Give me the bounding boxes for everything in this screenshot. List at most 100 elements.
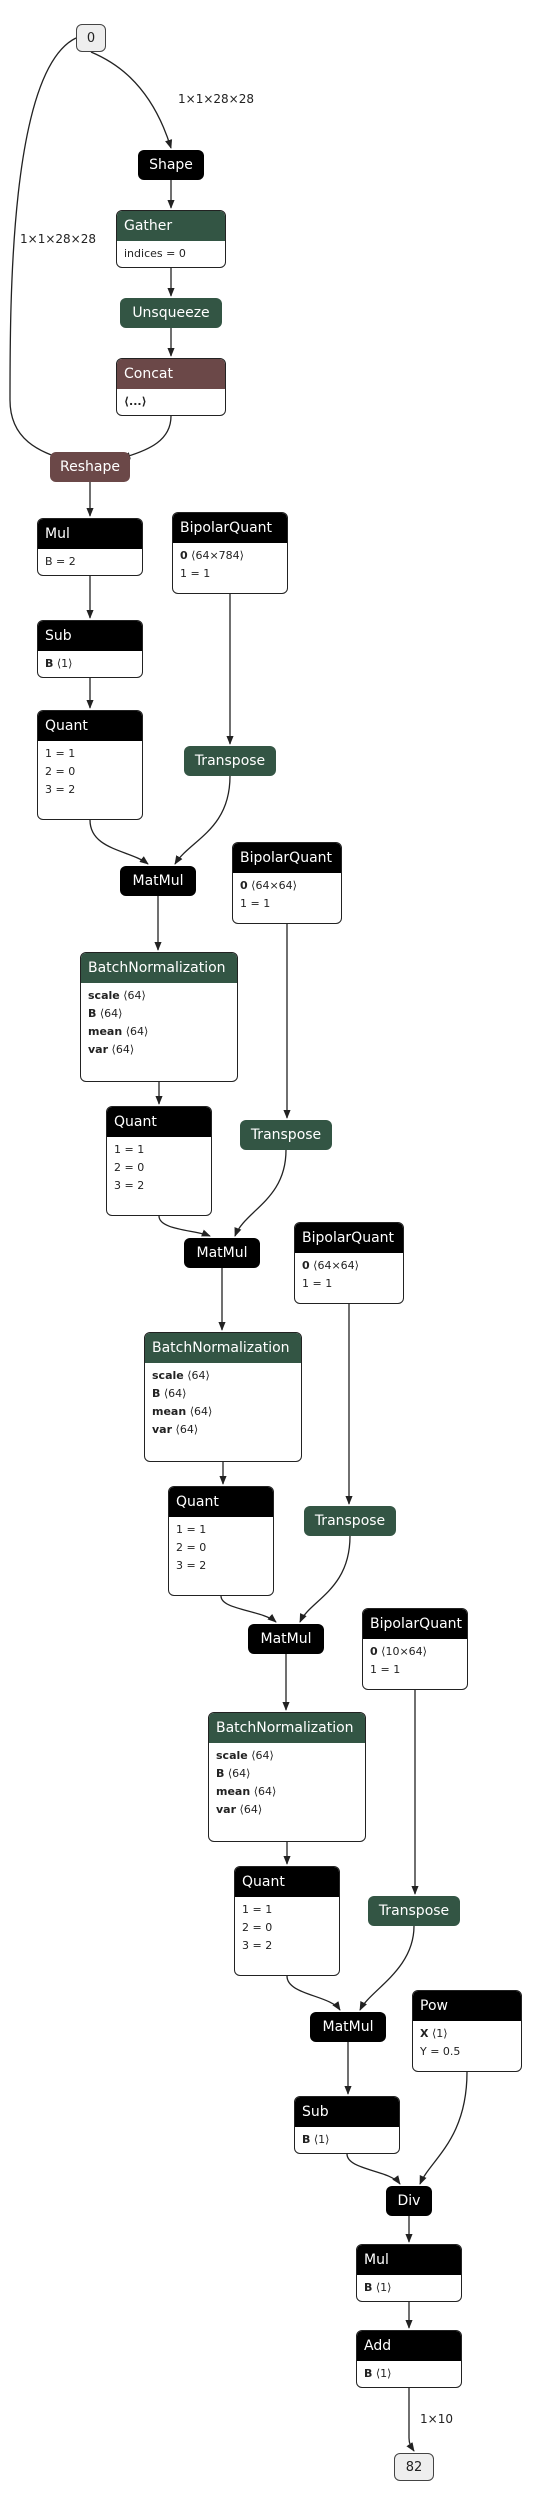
attribute-value: ⟨64×64⟩ — [251, 879, 297, 892]
edge-10 — [89, 819, 149, 865]
node-title: Unsqueeze — [120, 298, 222, 328]
edge-11 — [174, 775, 231, 865]
node-attributes: 1 = 1 2 = 0 3 = 2 — [235, 1897, 339, 1960]
node-tr3[interactable]: Transpose — [304, 1506, 396, 1536]
node-title: Sub — [295, 2097, 399, 2127]
node-tr2[interactable]: Transpose — [240, 1120, 332, 1150]
node-title: Mul — [357, 2245, 461, 2275]
attribute-name: 1 = 1 — [242, 1903, 273, 1916]
node-title: Transpose — [240, 1120, 332, 1150]
edge-label-input-reshape: 1×1×28×28 — [20, 232, 96, 246]
node-title: MatMul — [310, 2012, 386, 2042]
node-title: MatMul — [120, 866, 196, 896]
attribute-name: scale — [152, 1369, 184, 1382]
node-attributes: scale ⟨64⟩B ⟨64⟩mean ⟨64⟩var ⟨64⟩ — [81, 983, 237, 1064]
node-attribute: 3 = 2 — [176, 1557, 266, 1575]
node-attribute: B ⟨1⟩ — [302, 2131, 392, 2149]
attribute-value: ⟨64⟩ — [175, 1423, 199, 1436]
attribute-name: mean — [216, 1785, 251, 1798]
attribute-name: scale — [88, 989, 120, 1002]
attribute-value: ⟨64⟩ — [111, 1043, 135, 1056]
node-attribute: Y = 0.5 — [420, 2043, 514, 2061]
output-node[interactable]: 82 — [394, 2453, 434, 2481]
node-attribute: 0 ⟨64×784⟩ — [180, 547, 280, 565]
edge-5 — [121, 415, 172, 460]
attribute-value: ⟨64⟩ — [163, 1387, 187, 1400]
attribute-name: B — [88, 1007, 97, 1020]
node-title: MatMul — [184, 1238, 260, 1268]
node-attribute: 1 = 1 — [370, 1661, 460, 1679]
attribute-name: B — [302, 2133, 311, 2146]
node-mul1[interactable]: Mul B = 2 — [37, 518, 143, 576]
node-unsqueeze[interactable]: Unsqueeze — [120, 298, 222, 328]
edge-32 — [406, 2388, 415, 2452]
node-attributes: B = 2 — [38, 549, 142, 575]
node-attribute: var ⟨64⟩ — [152, 1421, 294, 1439]
attribute-value: ⟨64⟩ — [187, 1369, 210, 1382]
attribute-name: 3 = 2 — [114, 1179, 145, 1192]
node-mm1[interactable]: MatMul — [120, 866, 196, 896]
attribute-name: 0 — [180, 549, 188, 562]
node-bq1[interactable]: BipolarQuant 0 ⟨64×784⟩ 1 = 1 — [172, 512, 288, 594]
node-attribute: var ⟨64⟩ — [216, 1801, 358, 1819]
attribute-name: mean — [152, 1405, 187, 1418]
node-mm2[interactable]: MatMul — [184, 1238, 260, 1268]
node-tr1[interactable]: Transpose — [184, 746, 276, 776]
node-attribute: ⟨...⟩ — [124, 393, 218, 411]
node-title: Transpose — [304, 1506, 396, 1536]
attribute-value: ⟨64⟩ — [123, 989, 146, 1002]
node-reshape[interactable]: Reshape — [50, 452, 130, 482]
attribute-name: indices = 0 — [124, 247, 186, 260]
node-title: Mul — [38, 519, 142, 549]
attribute-name: X — [420, 2027, 429, 2040]
attribute-name: 3 = 2 — [242, 1939, 273, 1952]
node-shape[interactable]: Shape — [138, 150, 204, 180]
node-attributes: B ⟨1⟩ — [295, 2127, 399, 2153]
attribute-name: B — [216, 1767, 225, 1780]
node-attribute: B ⟨1⟩ — [45, 655, 135, 673]
attribute-name: 0 — [370, 1645, 378, 1658]
node-mm3[interactable]: MatMul — [248, 1624, 324, 1654]
attribute-value: ⟨64×64⟩ — [313, 1259, 359, 1272]
node-title: BipolarQuant — [173, 513, 287, 543]
attribute-name: 1 = 1 — [180, 567, 211, 580]
node-attribute: B = 2 — [45, 553, 135, 571]
node-concat[interactable]: Concat⟨...⟩ — [116, 358, 226, 416]
node-attribute: B ⟨1⟩ — [364, 2365, 454, 2383]
attribute-name: 1 = 1 — [370, 1663, 401, 1676]
input-node[interactable]: 0 — [76, 24, 106, 52]
edge-21 — [299, 1535, 351, 1623]
attribute-value: ⟨10×64⟩ — [381, 1645, 427, 1658]
attribute-name: 2 = 0 — [176, 1541, 207, 1554]
attribute-name: B — [45, 657, 54, 670]
attribute-name: 2 = 0 — [242, 1921, 273, 1934]
node-attributes: B ⟨1⟩ — [38, 651, 142, 677]
node-div[interactable]: Div — [386, 2186, 432, 2216]
node-mm4[interactable]: MatMul — [310, 2012, 386, 2042]
attribute-name: 3 = 2 — [45, 783, 76, 796]
edge-26 — [359, 1925, 415, 2011]
attribute-value: ⟨1⟩ — [375, 2367, 392, 2380]
node-tr4[interactable]: Transpose — [368, 1896, 460, 1926]
node-attribute: B ⟨64⟩ — [216, 1765, 358, 1783]
node-sub2[interactable]: Sub B ⟨1⟩ — [294, 2096, 400, 2154]
edge-20 — [220, 1595, 277, 1623]
